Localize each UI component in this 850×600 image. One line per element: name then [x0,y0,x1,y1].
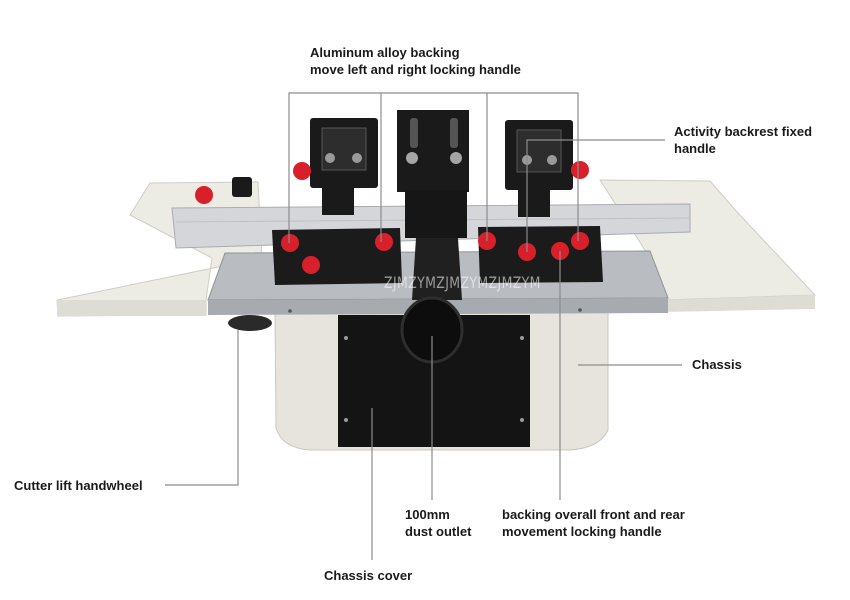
right-extension-wing-front [664,295,815,312]
label-aluminum-backing: Aluminum alloy backing move left and rig… [310,45,521,77]
cutter-lift-handwheel [228,315,272,331]
red-knob [281,234,299,252]
leader-aluminum-backing [288,92,579,243]
red-knob [375,233,393,251]
red-knob [571,232,589,250]
red-knob [302,256,320,274]
dust-outlet-pipe [412,238,462,300]
label-cutter-lift: Cutter lift handwheel [14,478,143,493]
red-knob [571,161,589,179]
leader-lines [165,92,682,560]
label-chassis-cover: Chassis cover [324,568,413,583]
cover-screw [520,336,524,340]
center-guard-plate [397,110,469,192]
label-chassis: Chassis [692,357,742,372]
leader-backrest-handle [526,139,665,252]
cover-screw [344,418,348,422]
cover-screw [344,336,348,340]
leader-cutter-lift [165,330,239,486]
label-backrest-handle: Activity backrest fixed handle [674,124,813,156]
label-dust-outlet: 100mm dust outlet [405,507,472,539]
label-backing-front-rear: backing overall front and rear movement … [502,507,685,539]
watermark: ZJMZYMZJMZYMZJMZYM [384,273,541,292]
left-extension-wing-front [57,300,206,316]
red-knob [293,162,311,180]
dust-hood [405,190,467,238]
cover-screw [520,418,524,422]
red-knob [195,186,213,204]
